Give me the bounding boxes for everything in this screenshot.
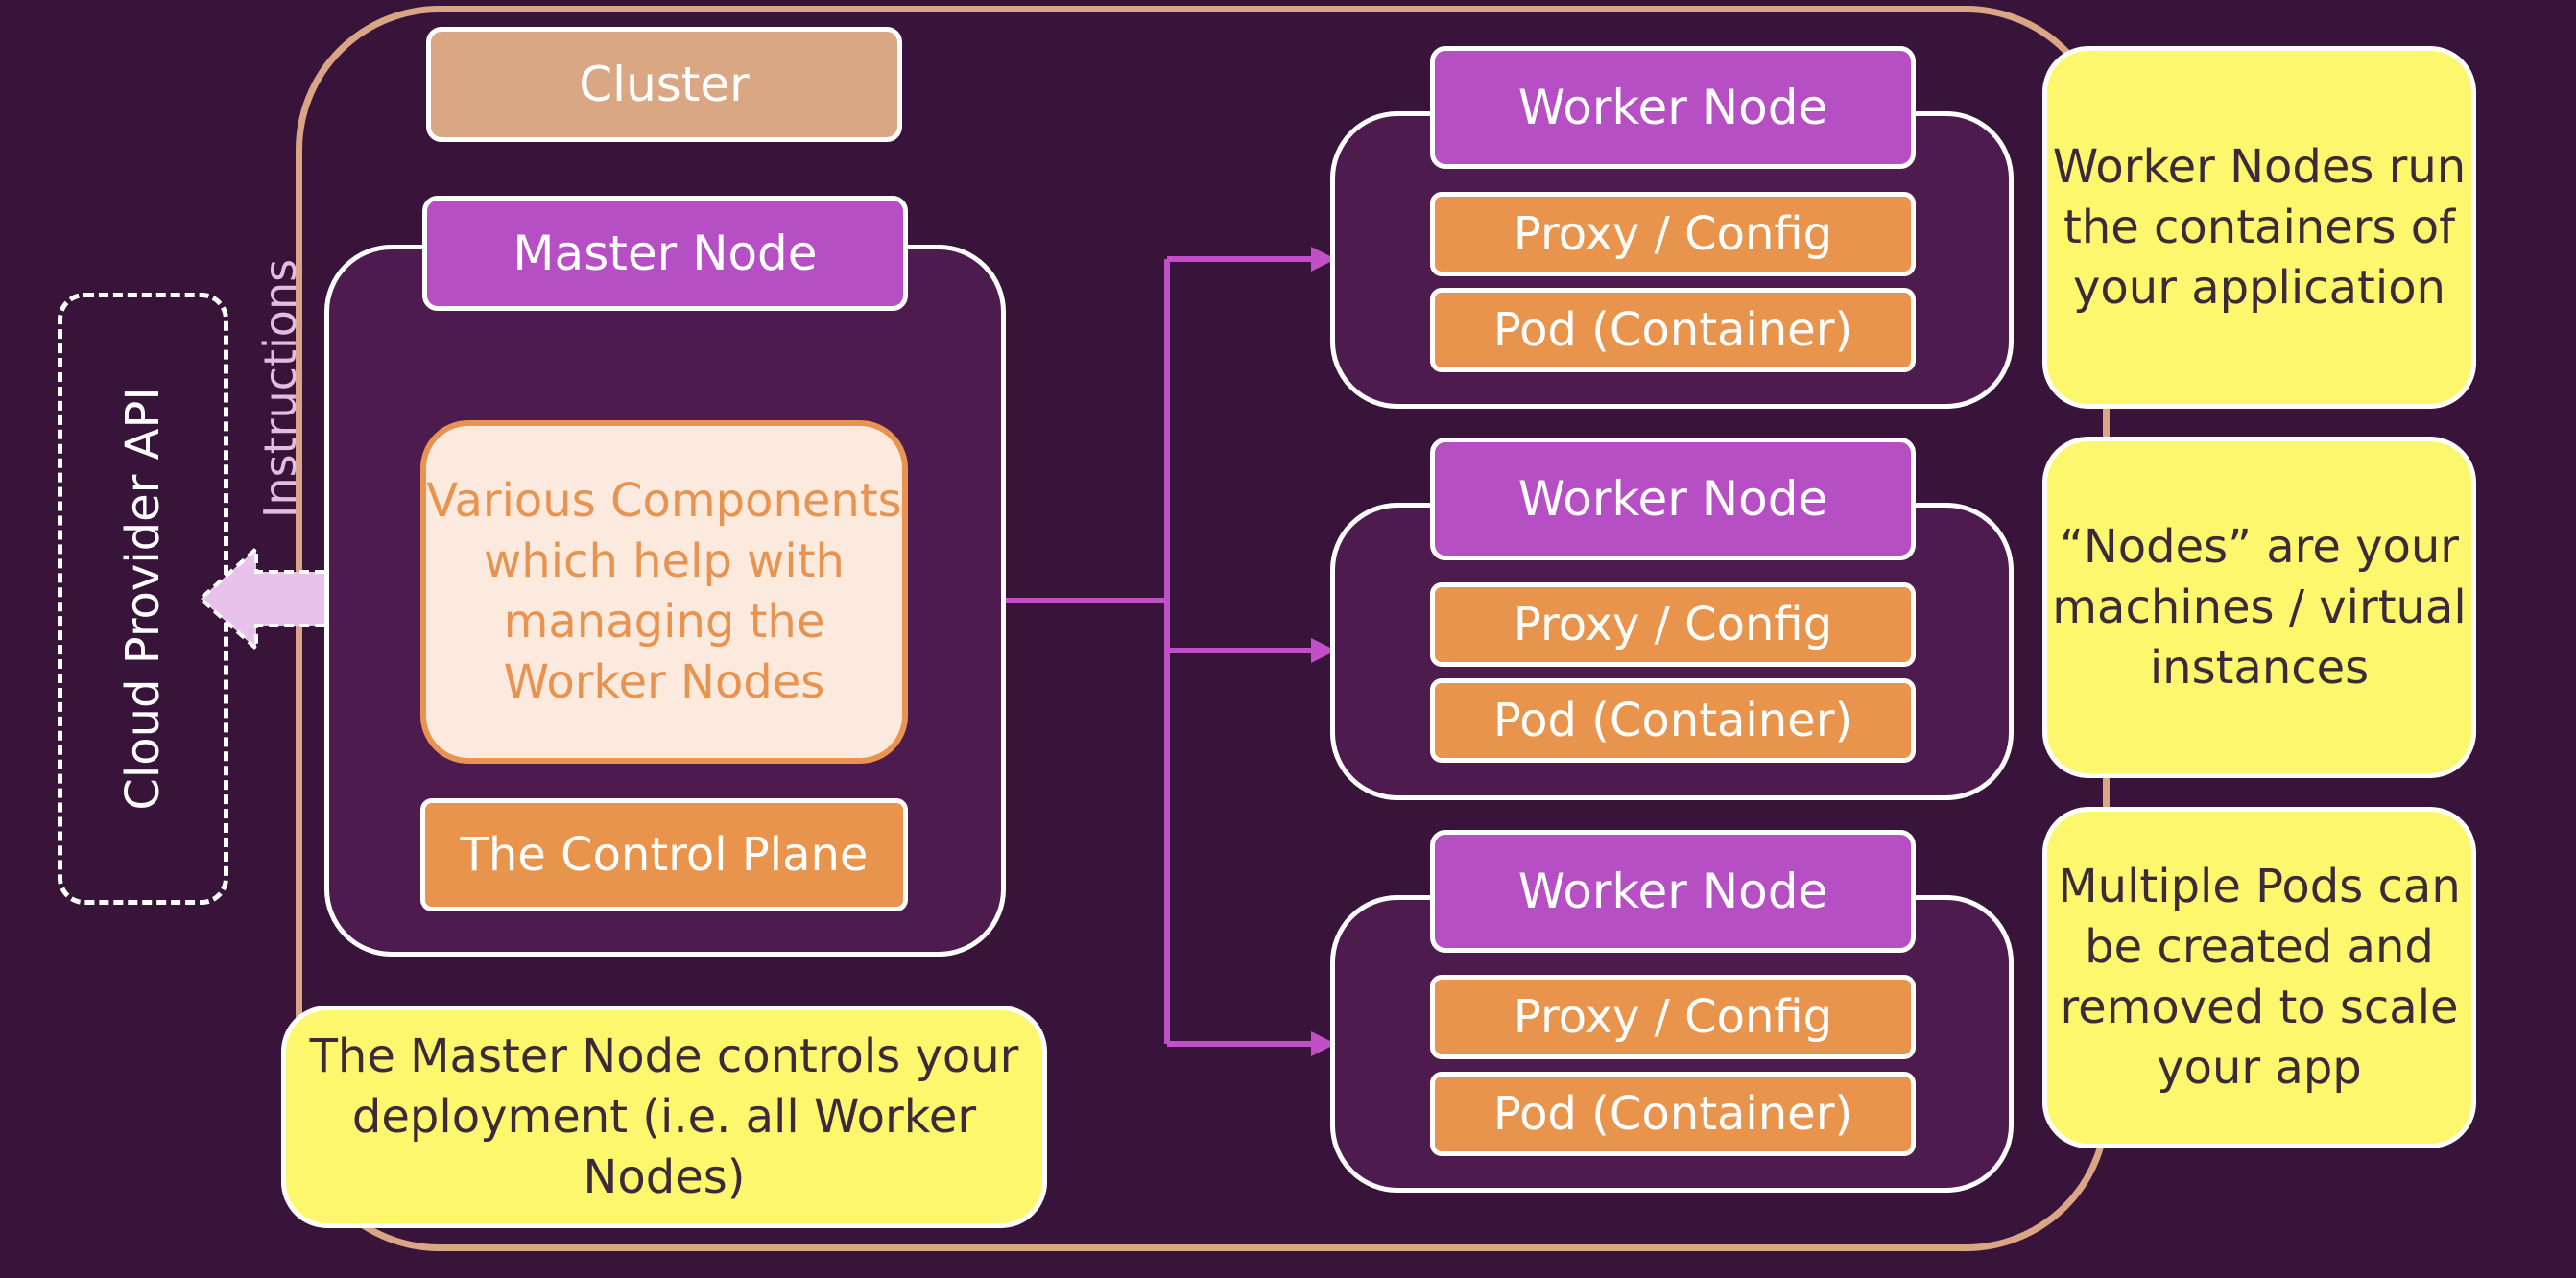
nodes-definition-note: “Nodes” are your machines / virtual inst… [2042, 437, 2476, 778]
arrowhead-1 [1311, 247, 1336, 272]
master-node-note: The Master Node controls your deployment… [281, 1006, 1047, 1228]
worker-nodes-note: Worker Nodes run the containers of your … [2042, 46, 2476, 409]
arrowhead-3 [1311, 1031, 1336, 1056]
control-plane-box: The Control Plane [420, 798, 908, 911]
worker-node-label: Worker Node [1430, 46, 1916, 169]
arrowhead-2 [1311, 638, 1336, 663]
cloud-provider-api-label: Cloud Provider API [116, 387, 170, 811]
proxy-config-box: Proxy / Config [1430, 582, 1916, 667]
proxy-config-box: Proxy / Config [1430, 975, 1916, 1059]
pod-container-box: Pod (Container) [1430, 678, 1916, 763]
worker-node-label: Worker Node [1430, 830, 1916, 953]
pod-container-box: Pod (Container) [1430, 1072, 1916, 1156]
cluster-label: Cluster [426, 27, 902, 142]
pods-scaling-note: Multiple Pods can be created and removed… [2042, 807, 2476, 1148]
proxy-config-box: Proxy / Config [1430, 192, 1916, 276]
instructions-label: Instructions [254, 258, 306, 519]
master-node-label: Master Node [422, 196, 908, 311]
master-components-box: Various Components which help with manag… [420, 420, 908, 764]
pod-container-box: Pod (Container) [1430, 288, 1916, 372]
worker-node-label: Worker Node [1430, 438, 1916, 560]
